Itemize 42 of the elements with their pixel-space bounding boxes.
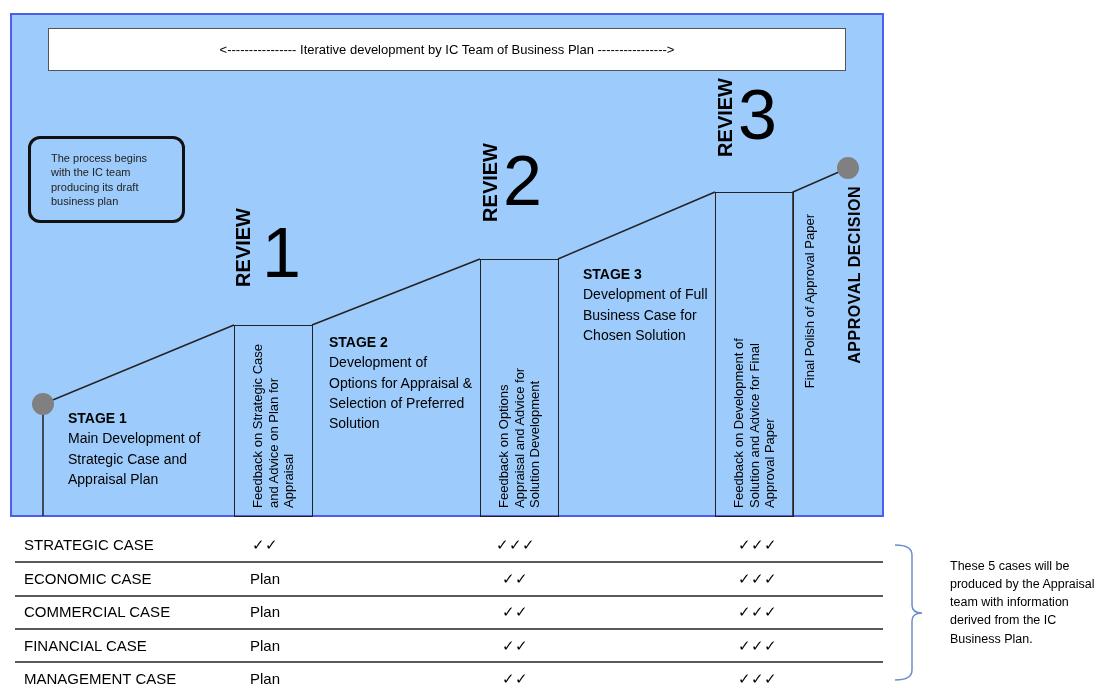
feedback-text: Feedback on Development of Solution and Advice for Final Approval Paper [731, 337, 778, 508]
stage-text: STAGE 3 Development of Full Business Case for Chosen Solution [583, 265, 708, 345]
banner-box [48, 28, 846, 71]
row-header: COMMERCIAL CASE [24, 603, 172, 620]
review-number: 2 [503, 146, 542, 216]
table-cell-text: Plan [249, 603, 281, 620]
table-cell-text: ✓✓ [251, 536, 279, 554]
review-heading: REVIEW [714, 78, 737, 157]
polish-text: Final Polish of Approval Paper [802, 214, 817, 389]
row-header: MANAGEMENT CASE [24, 670, 178, 687]
review-number: 1 [262, 218, 301, 288]
table-cell-text: ✓✓ [501, 636, 529, 655]
table-cell-text: ✓✓ [501, 670, 529, 688]
table-cell-text: ✓✓✓ [736, 536, 778, 554]
feedback-text: Feedback on Options Appraisal and Advice for Solution Development [496, 366, 543, 508]
row-header: ECONOMIC CASE [24, 569, 153, 587]
table-cell-text: ✓✓✓ [494, 536, 536, 554]
table-cell-text: ✓✓✓ [736, 636, 778, 655]
table-cell-text: ✓✓ [501, 603, 529, 621]
note-text: These 5 cases will be produced by the Appraisal team with information derived from the IC Business Plan. [950, 558, 1096, 648]
decision-text: APPROVAL DECISION [846, 186, 864, 364]
table-cell-text: ✓✓✓ [736, 670, 778, 688]
table-cell-text: ✓✓✓ [736, 569, 778, 588]
feedback-column [480, 259, 559, 517]
feedback-column [715, 192, 794, 517]
review-number: 3 [738, 80, 777, 150]
review-heading: REVIEW [232, 208, 255, 287]
note-text: The process begins with the IC team producing its draft business plan [51, 152, 147, 207]
table-cell-text: ✓✓✓ [736, 603, 778, 621]
review-heading: REVIEW [479, 143, 502, 222]
table-cell-text: Plan [249, 636, 281, 654]
row-header: STRATEGIC CASE [24, 536, 155, 553]
feedback-text: Feedback on Strategic Case and Advice on Plan for Appraisal [250, 342, 297, 508]
table-cell-text: Plan [249, 569, 281, 587]
note-box [28, 136, 185, 223]
banner-text: <---------------- Iterative development by IC Team of Business Plan ----------------> [219, 42, 675, 57]
table-cell-text: ✓✓ [501, 569, 529, 588]
row-header: FINANCIAL CASE [24, 636, 148, 654]
table-cell-text: Plan [249, 670, 281, 687]
feedback-column [234, 325, 313, 517]
stage-text: STAGE 1 Main Development of Strategic Case and Appraisal Plan [68, 409, 202, 489]
stage-text: STAGE 2 Development of Options for Appraisal & Selection of Preferred Solution [329, 333, 474, 434]
